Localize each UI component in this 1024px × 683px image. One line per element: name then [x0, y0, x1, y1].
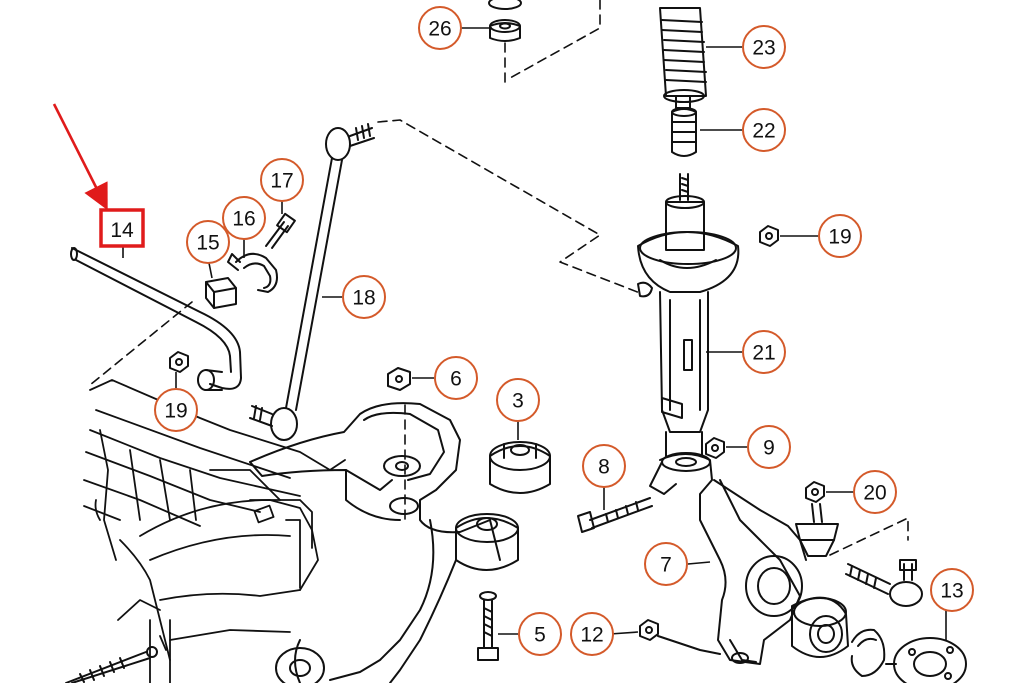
bump-stop-shape [671, 107, 697, 157]
callout-circle [570, 612, 614, 656]
callout-circle [186, 220, 230, 264]
callout-circle [742, 25, 786, 69]
callout-19: 19 [154, 388, 198, 432]
callout-label: 15 [196, 232, 219, 255]
control-arm-bushing-shape [489, 441, 551, 494]
arm-bushing-lower [455, 513, 519, 571]
callout-label: 19 [828, 226, 851, 249]
hub-shape [791, 596, 967, 683]
leader-lines [122, 27, 947, 640]
ball-joint-shape [795, 481, 839, 557]
highlight-label: 14 [110, 219, 134, 242]
callout-label: 19 [164, 400, 187, 423]
control-arm-bolt-shape [477, 591, 499, 661]
callout-circle [644, 542, 688, 586]
callout-label: 17 [270, 170, 293, 193]
callout-label: 5 [534, 624, 546, 647]
drawing [65, 0, 967, 683]
callout-label: 7 [660, 554, 672, 577]
red-arrow-pointing-down-right [52, 103, 108, 211]
subframe-bolt [65, 646, 158, 683]
callout-label: 20 [863, 482, 886, 505]
callout-3: 3 [496, 378, 540, 422]
control-arm-nut-shape [387, 367, 411, 391]
callout-label: 8 [598, 456, 610, 479]
stabilizer-link-shape [249, 123, 375, 441]
stabilizer-bar [70, 247, 242, 390]
callout-label: 21 [752, 342, 775, 365]
link-nut-shape [169, 351, 189, 373]
callout-circle [742, 108, 786, 152]
callout-circle [747, 425, 791, 469]
clamp-shape [227, 252, 278, 293]
callouts: 26 23 22 19 21 9 20 13 8 7 12 3 6 5 17 16 15 18 19 [154, 6, 974, 656]
callout-label: 26 [428, 18, 451, 41]
callout-19: 19 [818, 214, 862, 258]
callout-circle [222, 196, 266, 240]
callout-circle [154, 388, 198, 432]
callout-circle [418, 6, 462, 50]
callout-circle [818, 214, 862, 258]
knuckle-bolt-shape [577, 497, 653, 533]
dashed-leaders [89, 0, 909, 556]
control-arm [249, 402, 501, 683]
callout-circle [582, 444, 626, 488]
callout-circle [930, 568, 974, 612]
callout-16: 16 [222, 196, 266, 240]
callout-label: 18 [352, 287, 375, 310]
callout-26: 26 [418, 6, 462, 50]
callout-22: 22 [742, 108, 786, 152]
bar-end-bushing [197, 369, 223, 391]
callout-label: 3 [512, 390, 524, 413]
callout-circle [342, 275, 386, 319]
callout-circle [260, 158, 304, 202]
callout-21: 21 [742, 330, 786, 374]
top-washer-shape [488, 0, 522, 42]
highlight-group: 14 [52, 103, 145, 248]
callout-label: 9 [763, 437, 775, 460]
callout-13: 13 [930, 568, 974, 612]
callout-6: 6 [434, 356, 478, 400]
callout-label: 22 [752, 120, 775, 143]
knuckle-nut-shape [705, 437, 725, 459]
knuckle-lower-nut-shape [639, 619, 721, 655]
callout-23: 23 [742, 25, 786, 69]
callout-circle [434, 356, 478, 400]
callout-12: 12 [570, 612, 614, 656]
callout-label: 12 [580, 624, 603, 647]
callout-label: 23 [752, 37, 775, 60]
strut-nut-shape [759, 225, 779, 247]
knuckle-shape [649, 452, 807, 665]
boot-shape [659, 7, 707, 109]
callout-circle [742, 330, 786, 374]
callout-18: 18 [342, 275, 386, 319]
callout-label: 13 [940, 580, 963, 603]
tie-rod-end [845, 559, 923, 607]
callout-8: 8 [582, 444, 626, 488]
callout-label: 6 [450, 368, 462, 391]
callout-15: 15 [186, 220, 230, 264]
callout-9: 9 [747, 425, 791, 469]
highlight-box [99, 208, 145, 248]
callout-circle [853, 470, 897, 514]
callout-circle [518, 612, 562, 656]
callout-5: 5 [518, 612, 562, 656]
callout-label: 16 [232, 208, 255, 231]
callout-circle [496, 378, 540, 422]
callout-20: 20 [853, 470, 897, 514]
subframe [83, 379, 346, 683]
callout-7: 7 [644, 542, 688, 586]
callout-17: 17 [260, 158, 304, 202]
clamp-bolt-shape [265, 212, 296, 249]
strut-shape [637, 173, 740, 457]
stabilizer-bushing-shape [205, 277, 237, 309]
